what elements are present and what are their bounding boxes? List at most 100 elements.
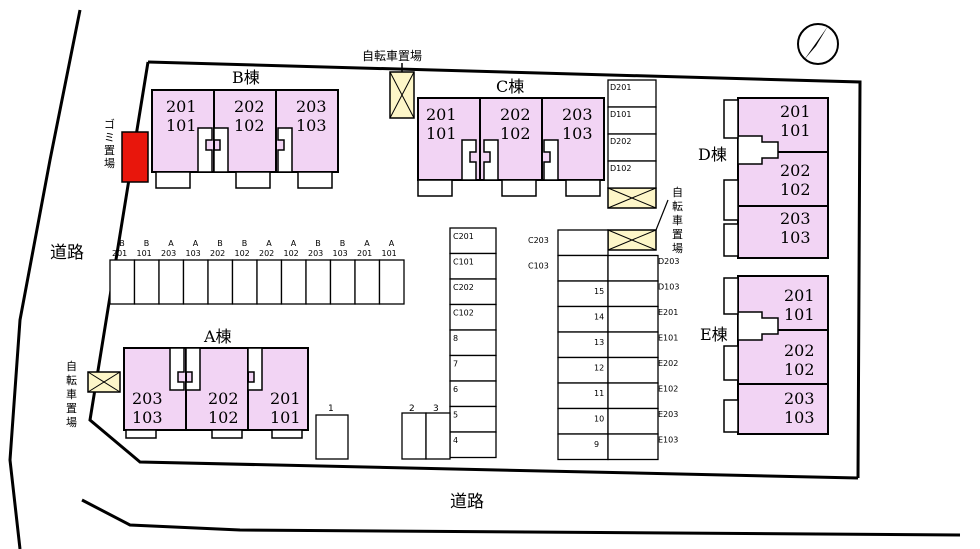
parking-label-unit: 101 — [382, 249, 397, 258]
building-b — [151, 89, 339, 189]
road-label-left: 道路 — [50, 243, 84, 263]
svg-text:101: 101 — [426, 124, 457, 143]
svg-text:車: 車 — [66, 387, 77, 401]
svg-text:102: 102 — [208, 408, 239, 427]
parking-space — [449, 405, 497, 433]
parking-space-label: 10 — [594, 415, 604, 424]
svg-text:103: 103 — [132, 408, 163, 427]
svg-text:103: 103 — [784, 408, 815, 427]
building-d-title: D棟 — [698, 145, 727, 164]
parking-label-unit: 201 — [112, 249, 127, 258]
parking-label-unit: 102 — [235, 249, 250, 258]
parking-label-unit: 203 — [308, 249, 323, 258]
parking-space — [305, 259, 332, 305]
parking-space — [182, 259, 209, 305]
parking-space-label: C103 — [528, 262, 549, 271]
parking-label-building: A — [168, 239, 174, 248]
svg-text:101: 101 — [270, 408, 301, 427]
svg-text:場: 場 — [66, 416, 77, 429]
svg-text:転: 転 — [672, 200, 683, 213]
parking-space — [607, 160, 657, 189]
svg-text:201: 201 — [784, 286, 815, 305]
road-label-bottom: 道路 — [450, 492, 484, 512]
svg-text:102: 102 — [780, 180, 811, 199]
parking-space — [557, 229, 609, 257]
parking-space — [401, 412, 427, 460]
parking-space — [557, 433, 609, 461]
parking-space-label: 8 — [453, 334, 458, 343]
parking-space — [158, 259, 185, 305]
svg-text:103: 103 — [780, 228, 811, 247]
building-a-title: A棟 — [203, 327, 232, 346]
parking-space-label: E102 — [658, 385, 678, 394]
parking-space — [607, 79, 657, 108]
svg-text:転: 転 — [66, 374, 77, 387]
parking-space — [354, 259, 381, 305]
svg-text:202: 202 — [208, 389, 239, 408]
parking-space — [557, 331, 609, 359]
parking-space — [449, 227, 497, 255]
parking-space-label: E203 — [658, 410, 678, 419]
svg-text:102: 102 — [500, 124, 531, 143]
parking-space-label: D203 — [658, 257, 679, 266]
parking-space — [315, 414, 349, 460]
bike-parking-top — [389, 71, 415, 119]
svg-text:203: 203 — [784, 389, 815, 408]
parking-label-building: B — [217, 239, 223, 248]
svg-text:場: 場 — [104, 157, 115, 170]
svg-text:203: 203 — [780, 209, 811, 228]
parking-space-label: C202 — [453, 283, 474, 292]
parking-space-label: 12 — [594, 364, 604, 373]
svg-text:自: 自 — [672, 186, 683, 199]
building-c — [417, 97, 605, 197]
parking-space-label: 2 — [409, 404, 415, 414]
svg-text:202: 202 — [234, 97, 265, 116]
parking-space-label: E201 — [658, 308, 678, 317]
parking-label-unit: 101 — [137, 249, 152, 258]
parking-space — [607, 305, 659, 333]
svg-text:201: 201 — [270, 389, 301, 408]
parking-label-unit: 201 — [357, 249, 372, 258]
building-e-title: E棟 — [700, 325, 728, 344]
parking-space — [607, 356, 659, 384]
parking-space-label: E101 — [658, 334, 678, 343]
parking-space-label: 15 — [594, 287, 604, 296]
svg-text:202: 202 — [780, 161, 811, 180]
parking-label-unit: 103 — [186, 249, 201, 258]
svg-text:201: 201 — [166, 97, 197, 116]
parking-space — [449, 303, 497, 331]
parking-label-building: B — [242, 239, 248, 248]
parking-space — [557, 254, 609, 282]
parking-space-label: D102 — [610, 164, 631, 173]
parking-space — [231, 259, 258, 305]
parking-space — [449, 278, 497, 306]
parking-space — [329, 259, 356, 305]
bike-parking-left-label: 自 転 車 置 場 — [66, 360, 77, 429]
parking-space — [449, 431, 497, 459]
svg-text:場: 場 — [672, 242, 683, 255]
svg-text:201: 201 — [426, 105, 457, 124]
parking-label-building: A — [389, 239, 395, 248]
svg-text:202: 202 — [784, 341, 815, 360]
parking-space-label: C203 — [528, 236, 549, 245]
parking-space — [207, 259, 234, 305]
parking-label-unit: 103 — [333, 249, 348, 258]
parking-space — [109, 259, 136, 305]
parking-space — [378, 259, 405, 305]
parking-space — [607, 382, 659, 410]
site-boundary — [8, 9, 961, 549]
svg-text:車: 車 — [672, 213, 683, 227]
parking-space-label: 14 — [594, 313, 604, 322]
svg-text:203: 203 — [296, 97, 327, 116]
svg-text:203: 203 — [132, 389, 163, 408]
parking-space-label: 9 — [594, 440, 599, 449]
parking-space — [607, 106, 657, 135]
building-c-title: C棟 — [496, 77, 524, 96]
parking-row-a-b: B201B101A203A103B202B102A202A102B203B103… — [109, 239, 405, 305]
